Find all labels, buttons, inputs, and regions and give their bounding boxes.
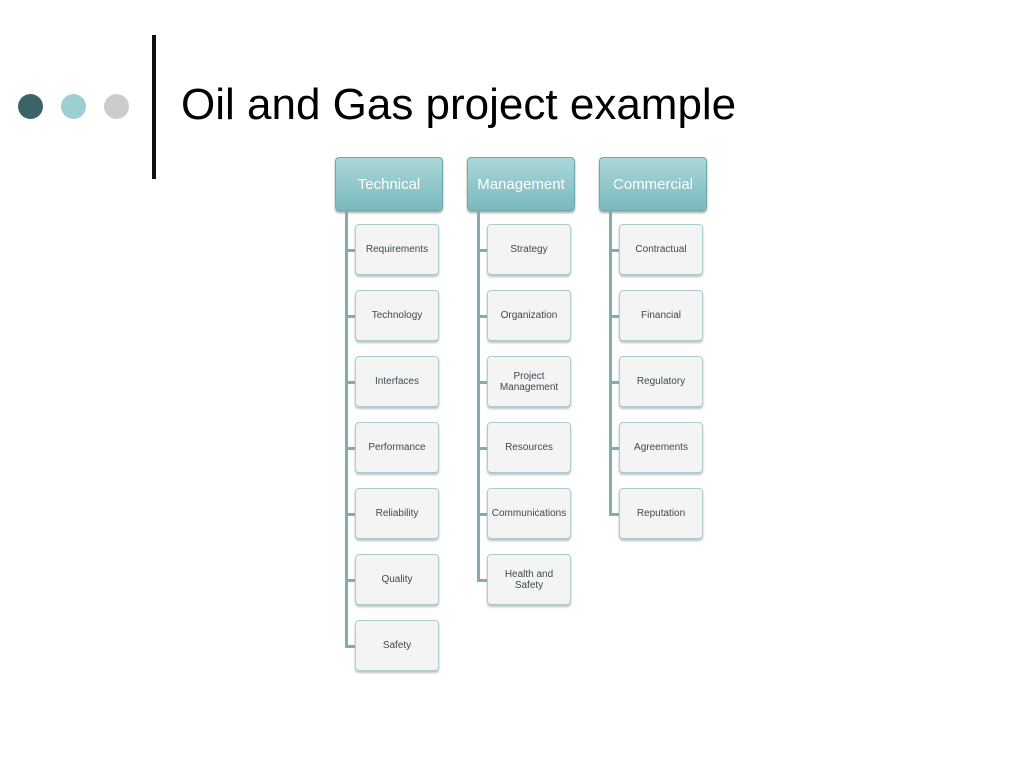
item-connector-line	[609, 381, 619, 384]
item-box: Organization	[487, 290, 571, 341]
item-label: Safety	[382, 640, 412, 651]
bullet-dot-teal	[61, 94, 86, 119]
item-connector-line	[477, 249, 487, 252]
column-trunk-line	[609, 211, 612, 515]
item-label: Health and Safety	[504, 568, 554, 591]
item-node: Contractual	[609, 224, 705, 277]
title-divider-line	[152, 35, 156, 179]
item-connector-line	[609, 315, 619, 318]
item-connector-line	[345, 315, 355, 318]
item-box: Interfaces	[355, 356, 439, 407]
item-node: Performance	[345, 422, 441, 475]
item-box: Reliability	[355, 488, 439, 539]
item-node: Safety	[345, 620, 441, 673]
item-connector-line	[477, 513, 487, 516]
item-connector-line	[345, 249, 355, 252]
item-label: Technology	[371, 310, 423, 321]
item-label: Requirements	[365, 244, 429, 255]
item-label: Agreements	[634, 442, 688, 453]
item-label: Interfaces	[375, 376, 419, 387]
item-node: Resources	[477, 422, 573, 475]
item-box: Safety	[355, 620, 439, 671]
bullet-dot-dark	[18, 94, 43, 119]
item-box: Performance	[355, 422, 439, 473]
column-trunk-line	[345, 211, 348, 647]
item-connector-line	[477, 381, 487, 384]
item-node: Requirements	[345, 224, 441, 277]
item-connector-line	[609, 249, 619, 252]
bullet-dot-grey	[104, 94, 129, 119]
item-label: Communications	[491, 508, 567, 519]
item-connector-line	[345, 381, 355, 384]
item-label: Reliability	[375, 508, 419, 519]
item-node: Health and Safety	[477, 554, 573, 607]
item-label: Project Management	[499, 370, 559, 393]
item-box: Technology	[355, 290, 439, 341]
item-node: Reliability	[345, 488, 441, 541]
item-label: Strategy	[510, 244, 548, 255]
column-trunk-line	[477, 211, 480, 581]
item-box: Resources	[487, 422, 571, 473]
column-header: Technical	[335, 157, 443, 211]
item-label: Contractual	[635, 244, 687, 255]
item-label: Performance	[368, 442, 426, 453]
item-label: Regulatory	[636, 376, 686, 387]
item-connector-line	[345, 447, 355, 450]
slide-title: Oil and Gas project example	[181, 80, 737, 129]
item-node: Regulatory	[609, 356, 705, 409]
item-connector-line	[345, 513, 355, 516]
item-box: Health and Safety	[487, 554, 571, 605]
item-node: Quality	[345, 554, 441, 607]
item-box: Project Management	[487, 356, 571, 407]
item-node: Project Management	[477, 356, 573, 409]
item-connector-line	[345, 645, 355, 648]
item-box: Quality	[355, 554, 439, 605]
item-label: Organization	[500, 310, 558, 321]
item-node: Agreements	[609, 422, 705, 475]
item-node: Technology	[345, 290, 441, 343]
item-box: Agreements	[619, 422, 703, 473]
item-label: Resources	[505, 442, 553, 453]
item-node: Organization	[477, 290, 573, 343]
item-node: Interfaces	[345, 356, 441, 409]
item-connector-line	[609, 447, 619, 450]
item-box: Reputation	[619, 488, 703, 539]
item-box: Strategy	[487, 224, 571, 275]
item-label: Quality	[381, 574, 413, 585]
item-node: Communications	[477, 488, 573, 541]
column-header: Management	[467, 157, 575, 211]
item-connector-line	[345, 579, 355, 582]
item-box: Contractual	[619, 224, 703, 275]
item-box: Requirements	[355, 224, 439, 275]
item-node: Financial	[609, 290, 705, 343]
item-box: Financial	[619, 290, 703, 341]
item-box: Communications	[487, 488, 571, 539]
item-box: Regulatory	[619, 356, 703, 407]
item-connector-line	[477, 579, 487, 582]
item-connector-line	[609, 513, 619, 516]
column-header: Commercial	[599, 157, 707, 211]
item-connector-line	[477, 447, 487, 450]
item-label: Financial	[640, 310, 682, 321]
item-node: Reputation	[609, 488, 705, 541]
item-node: Strategy	[477, 224, 573, 277]
item-label: Reputation	[636, 508, 686, 519]
item-connector-line	[477, 315, 487, 318]
